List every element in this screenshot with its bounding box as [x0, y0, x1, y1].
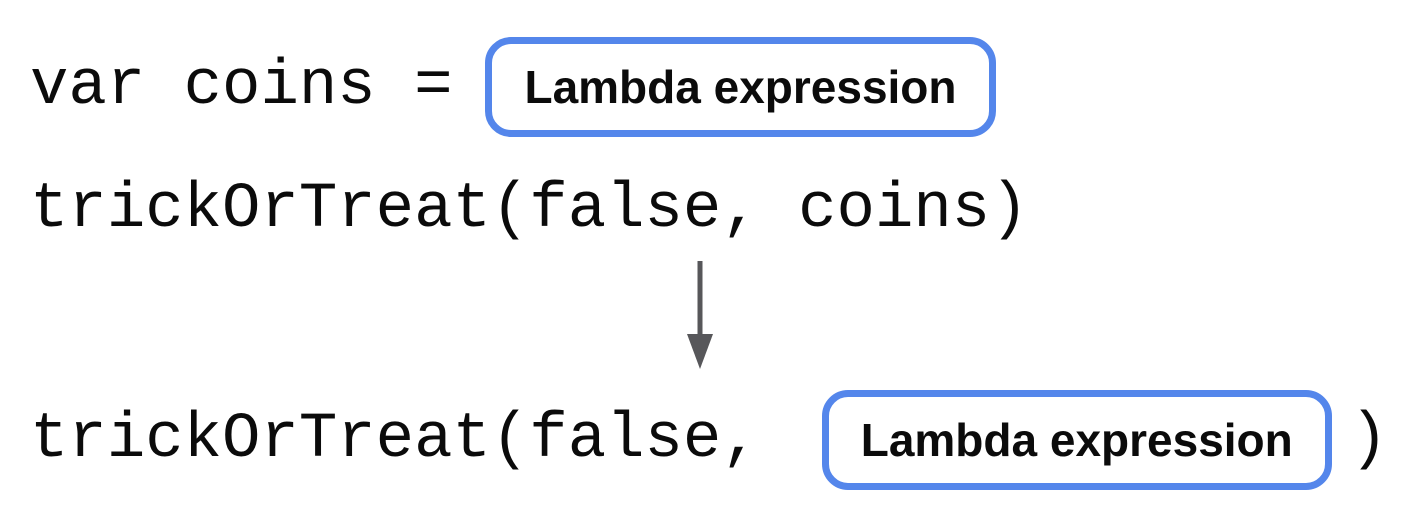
lambda-expression-label-top: Lambda expression [524, 61, 957, 113]
lambda-expression-box-bottom: Lambda expression [821, 390, 1332, 490]
function-call-with-variable-row: trickOrTreat(false, coins) [30, 160, 1029, 260]
variable-declaration-row: var coins = Lambda expression [30, 36, 996, 138]
code-closing-paren: ) [1349, 404, 1389, 476]
code-var-coins-assignment: var coins = [30, 51, 453, 123]
lambda-expression-label-bottom: Lambda expression [860, 414, 1293, 466]
arrow-down-icon [687, 261, 713, 369]
code-trickortreat-coins-call: trickOrTreat(false, coins) [30, 174, 1029, 246]
lambda-expression-box-top: Lambda expression [485, 37, 996, 137]
function-call-with-lambda-row: trickOrTreat(false, Lambda expression ) [30, 390, 1388, 490]
code-trickortreat-call-open: trickOrTreat(false, [30, 404, 760, 476]
